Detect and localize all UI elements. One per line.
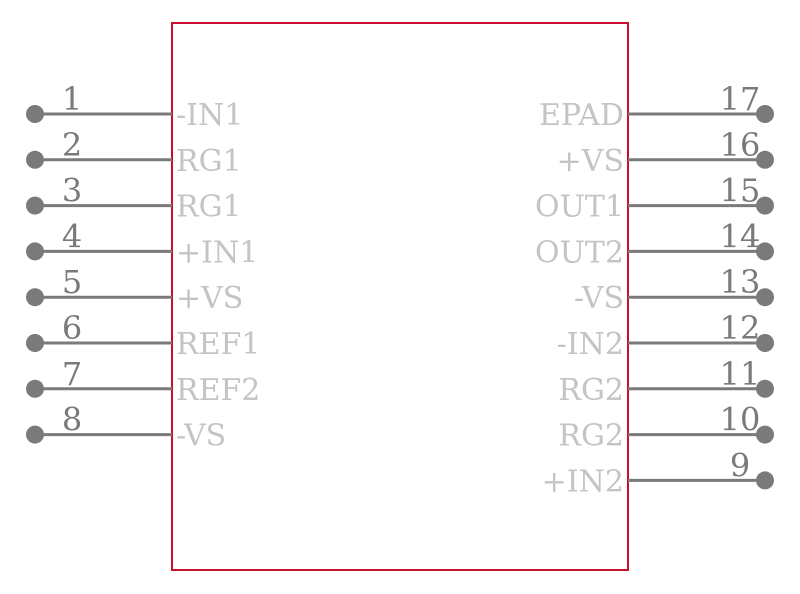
pin-name: -VS (176, 419, 226, 454)
right-pin: 15 OUT1 (535, 172, 774, 225)
right-pin: 10 RG2 (558, 401, 774, 454)
pin-terminal-dot (756, 105, 774, 123)
pin-name: RG2 (558, 419, 624, 454)
pin-terminal-dot (26, 425, 44, 444)
pin-name: -VS (574, 281, 624, 316)
right-pin: 12 -IN2 (557, 309, 774, 362)
pin-terminal-dot (756, 150, 774, 169)
right-pin: 16 +VS (557, 126, 774, 179)
left-pin: 3 RG1 (26, 172, 242, 225)
pin-terminal-dot (756, 379, 774, 398)
pin-terminal-dot (26, 288, 44, 307)
pin-number: 12 (720, 309, 761, 347)
right-pin: 17 EPAD (539, 80, 774, 133)
pin-name: -IN1 (176, 98, 243, 133)
right-pin-group: 17EPAD16+VS15OUT114OUT213-VS12-IN211RG21… (535, 80, 774, 499)
pin-number: 1 (62, 80, 82, 118)
pin-name: OUT1 (535, 190, 624, 225)
pin-number: 15 (720, 172, 761, 210)
pin-number: 3 (62, 172, 82, 210)
pin-number: 4 (62, 217, 82, 255)
pin-number: 11 (720, 355, 761, 393)
pin-terminal-dot (756, 288, 774, 307)
pin-terminal-dot (26, 196, 44, 215)
pin-number: 17 (720, 80, 761, 118)
pin-terminal-dot (756, 242, 774, 261)
left-pin: 5 +VS (26, 263, 243, 316)
pin-number: 5 (62, 263, 82, 301)
pin-name: RG1 (176, 144, 242, 179)
pin-number: 13 (720, 263, 761, 301)
pin-number: 9 (730, 446, 750, 484)
pin-name: REF1 (176, 327, 260, 362)
left-pin: 4 +IN1 (26, 217, 258, 270)
pin-name: +VS (176, 281, 243, 316)
pin-name: +IN2 (542, 464, 624, 499)
left-pin: 2 RG1 (26, 126, 242, 179)
pin-terminal-dot (756, 196, 774, 215)
pin-terminal-dot (26, 334, 44, 352)
pin-terminal-dot (756, 425, 774, 444)
pin-name: RG1 (176, 190, 242, 225)
pin-number: 6 (62, 309, 82, 347)
left-pin: 6 REF1 (26, 309, 260, 362)
pin-terminal-dot (26, 379, 44, 398)
pin-terminal-dot (756, 334, 774, 352)
pin-name: RG2 (558, 373, 624, 408)
pin-name: +IN1 (176, 235, 258, 270)
pin-terminal-dot (26, 242, 44, 261)
pin-name: -IN2 (557, 327, 624, 362)
left-pin: 8 -VS (26, 401, 226, 454)
pin-number: 8 (62, 401, 82, 439)
pin-number: 2 (62, 126, 82, 164)
pin-name: OUT2 (535, 235, 624, 270)
pin-terminal-dot (756, 471, 774, 490)
pin-number: 14 (720, 217, 761, 255)
left-pin: 7 REF2 (26, 355, 260, 408)
pin-terminal-dot (26, 150, 44, 169)
pin-name: REF2 (176, 373, 260, 408)
right-pin: 14 OUT2 (535, 217, 774, 270)
left-pin: 1 -IN1 (26, 80, 243, 133)
pin-number: 10 (720, 401, 761, 439)
right-pin: 11 RG2 (558, 355, 774, 408)
pin-number: 7 (62, 355, 82, 393)
pin-terminal-dot (26, 105, 44, 123)
right-pin: 9 +IN2 (542, 446, 774, 499)
right-pin: 13 -VS (574, 263, 774, 316)
pin-name: +VS (557, 144, 624, 179)
pin-number: 16 (720, 126, 761, 164)
pin-name: EPAD (539, 98, 624, 133)
